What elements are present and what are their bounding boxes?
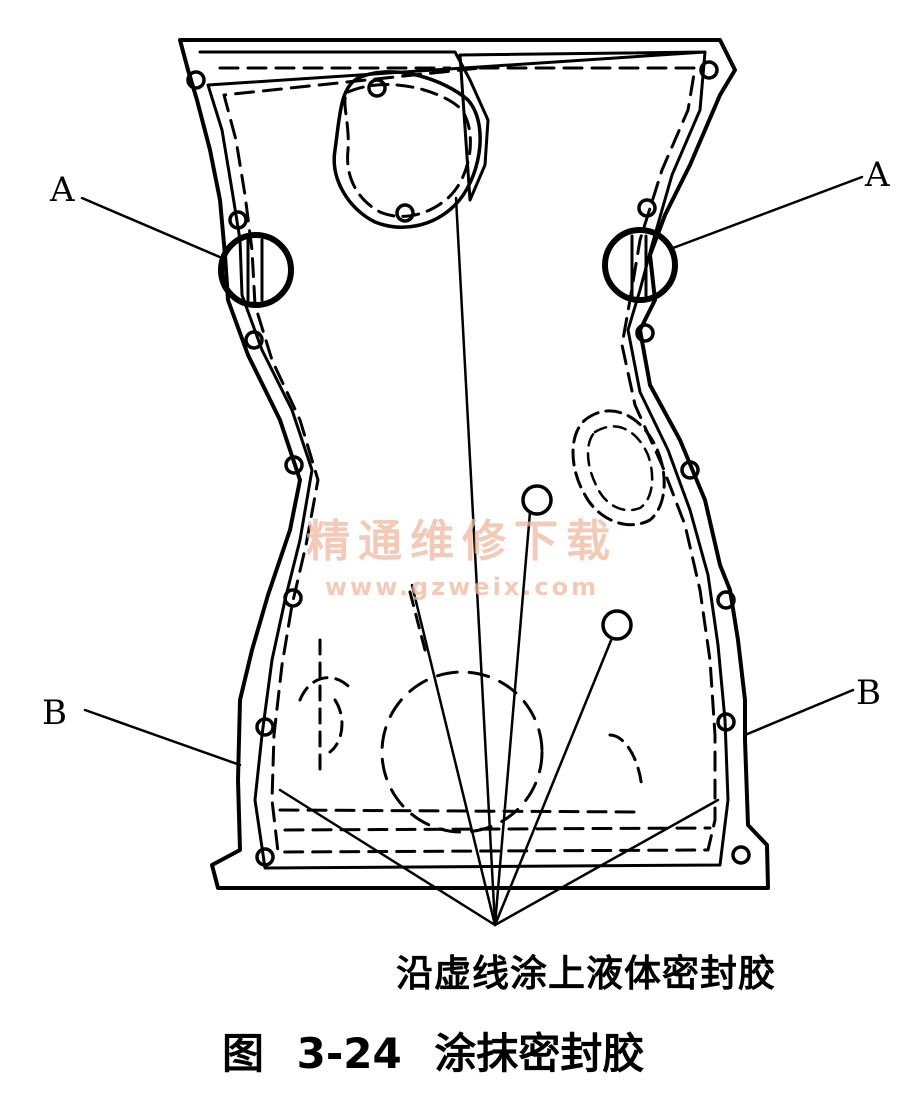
right-pocket-dashed-inner [586, 425, 654, 512]
mark-a-left-circle [218, 232, 294, 308]
callout-leader [493, 510, 532, 927]
callout-leader [278, 788, 497, 927]
bolt-hole [731, 845, 751, 865]
bolt-hole [367, 78, 387, 98]
leader-a-left [80, 196, 224, 260]
callout-leader [454, 196, 497, 927]
mark-a-right-circle [602, 227, 678, 303]
sealant-dashed-line-bottom [278, 808, 712, 832]
bolt-hole [716, 590, 736, 610]
callout-leader [410, 583, 497, 927]
label-b-right: B [856, 673, 881, 713]
watermark: 精通维修下载 www.gzweix.com [0, 505, 924, 601]
bolt-hole [635, 323, 655, 343]
bolt-hole [284, 455, 304, 475]
upper-window [332, 70, 482, 229]
bolt-hole [699, 60, 719, 80]
leader-b-left [83, 708, 242, 767]
sealant-callout-text: 沿虚线涂上液体密封胶 [396, 952, 776, 995]
crank-seal-dashed-circle [380, 670, 544, 834]
cover-inner-outline [198, 50, 730, 870]
bolt-hole [716, 712, 736, 732]
plug-holes [521, 484, 633, 641]
bolt-hole [255, 717, 275, 737]
bolt-hole [637, 198, 657, 218]
bolt-hole [680, 460, 700, 480]
cover-outline [178, 38, 770, 890]
bolt-hole [283, 588, 303, 608]
right-lower-dashed [408, 590, 644, 792]
label-a-left: A [50, 170, 75, 210]
bolt-hole [228, 210, 248, 230]
bolt-hole [395, 203, 415, 223]
callout-leader [493, 636, 614, 927]
leader-b-right [743, 688, 855, 737]
bolt-hole [244, 330, 264, 350]
plug-hole [601, 609, 633, 641]
bolt-holes [186, 60, 751, 867]
upper-window-dashed [343, 83, 472, 218]
label-a-right: A [865, 155, 890, 195]
watermark-url: www.gzweix.com [324, 573, 600, 601]
bolt-hole [255, 847, 275, 867]
right-pocket-dashed [571, 409, 666, 527]
left-lower-dashed [298, 638, 354, 772]
figure-caption: 图 3-24 涂抹密封胶 [222, 1029, 645, 1078]
watermark-title: 精通维修下载 [306, 516, 618, 567]
plug-hole [521, 484, 553, 516]
callout-leader [493, 798, 720, 927]
label-b-left: B [42, 693, 67, 733]
leader-a-right [671, 175, 864, 250]
bolt-hole [186, 70, 206, 90]
